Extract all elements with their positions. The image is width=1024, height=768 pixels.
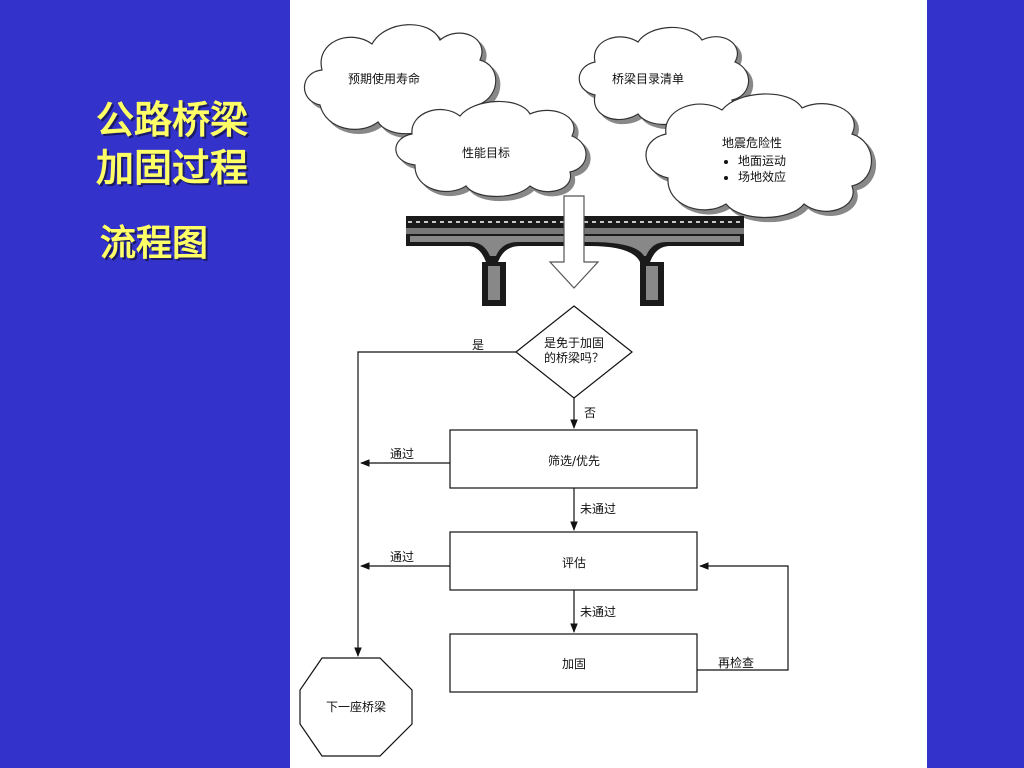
decision-label-line2: 的桥梁吗？	[543, 351, 605, 365]
seismic-bullet: 地面运动	[738, 153, 786, 169]
recheck-label: 再检查	[718, 656, 755, 670]
cloud-seismic-hazard-title: 地震危险性	[722, 136, 783, 150]
next-bridge-octagon	[299, 657, 413, 757]
decision-label: 是免于加固 的桥梁吗？	[544, 336, 604, 366]
evaluation-pass-label: 通过	[390, 550, 415, 564]
flowchart-graphics	[299, 24, 873, 757]
cloud-design-life	[303, 24, 497, 135]
cloud-performance-goal-label: 性能目标	[462, 146, 511, 160]
flowchart-panel: 预期使用寿命 桥梁目录清单 性能目标 地震危险性 地面运动 场地效应 是免于加固…	[290, 0, 927, 768]
input-arrow	[548, 195, 600, 289]
evaluation-label: 评估	[561, 556, 587, 570]
screening-label: 筛选/优先	[547, 454, 601, 468]
next-bridge-label: 下一座桥梁	[325, 700, 387, 714]
cloud-seismic-hazard	[645, 93, 873, 219]
cloud-performance-goal	[395, 100, 587, 197]
cloud-bridge-inventory	[578, 26, 750, 125]
evaluation-fail-label: 未通过	[580, 605, 617, 619]
slide-title-line1: 公路桥梁	[96, 97, 249, 142]
connectors	[354, 351, 789, 671]
seismic-bullet: 场地效应	[738, 169, 786, 185]
evaluation-box	[449, 531, 698, 591]
cloud-bridge-inventory-label: 桥梁目录清单	[612, 72, 685, 86]
cloud-seismic-hazard-text: 地震危险性 地面运动 场地效应	[722, 134, 786, 185]
cloud-design-life-label: 预期使用寿命	[348, 72, 421, 86]
slide-title-line2: 加固过程	[96, 145, 249, 190]
screening-pass-label: 通过	[390, 447, 415, 461]
screening-box	[449, 429, 698, 489]
retrofit-box	[449, 633, 698, 693]
slide-subtitle: 流程图	[100, 222, 209, 264]
slide-title: 公路桥梁 加固过程	[96, 96, 248, 192]
decision-label-line1: 是免于加固	[543, 336, 605, 350]
seismic-bullet-list: 地面运动 场地效应	[722, 153, 786, 185]
screening-fail-label: 未通过	[580, 502, 617, 516]
no-label: 否	[584, 406, 597, 420]
yes-label: 是	[472, 338, 485, 352]
retrofit-label: 加固	[561, 657, 587, 671]
